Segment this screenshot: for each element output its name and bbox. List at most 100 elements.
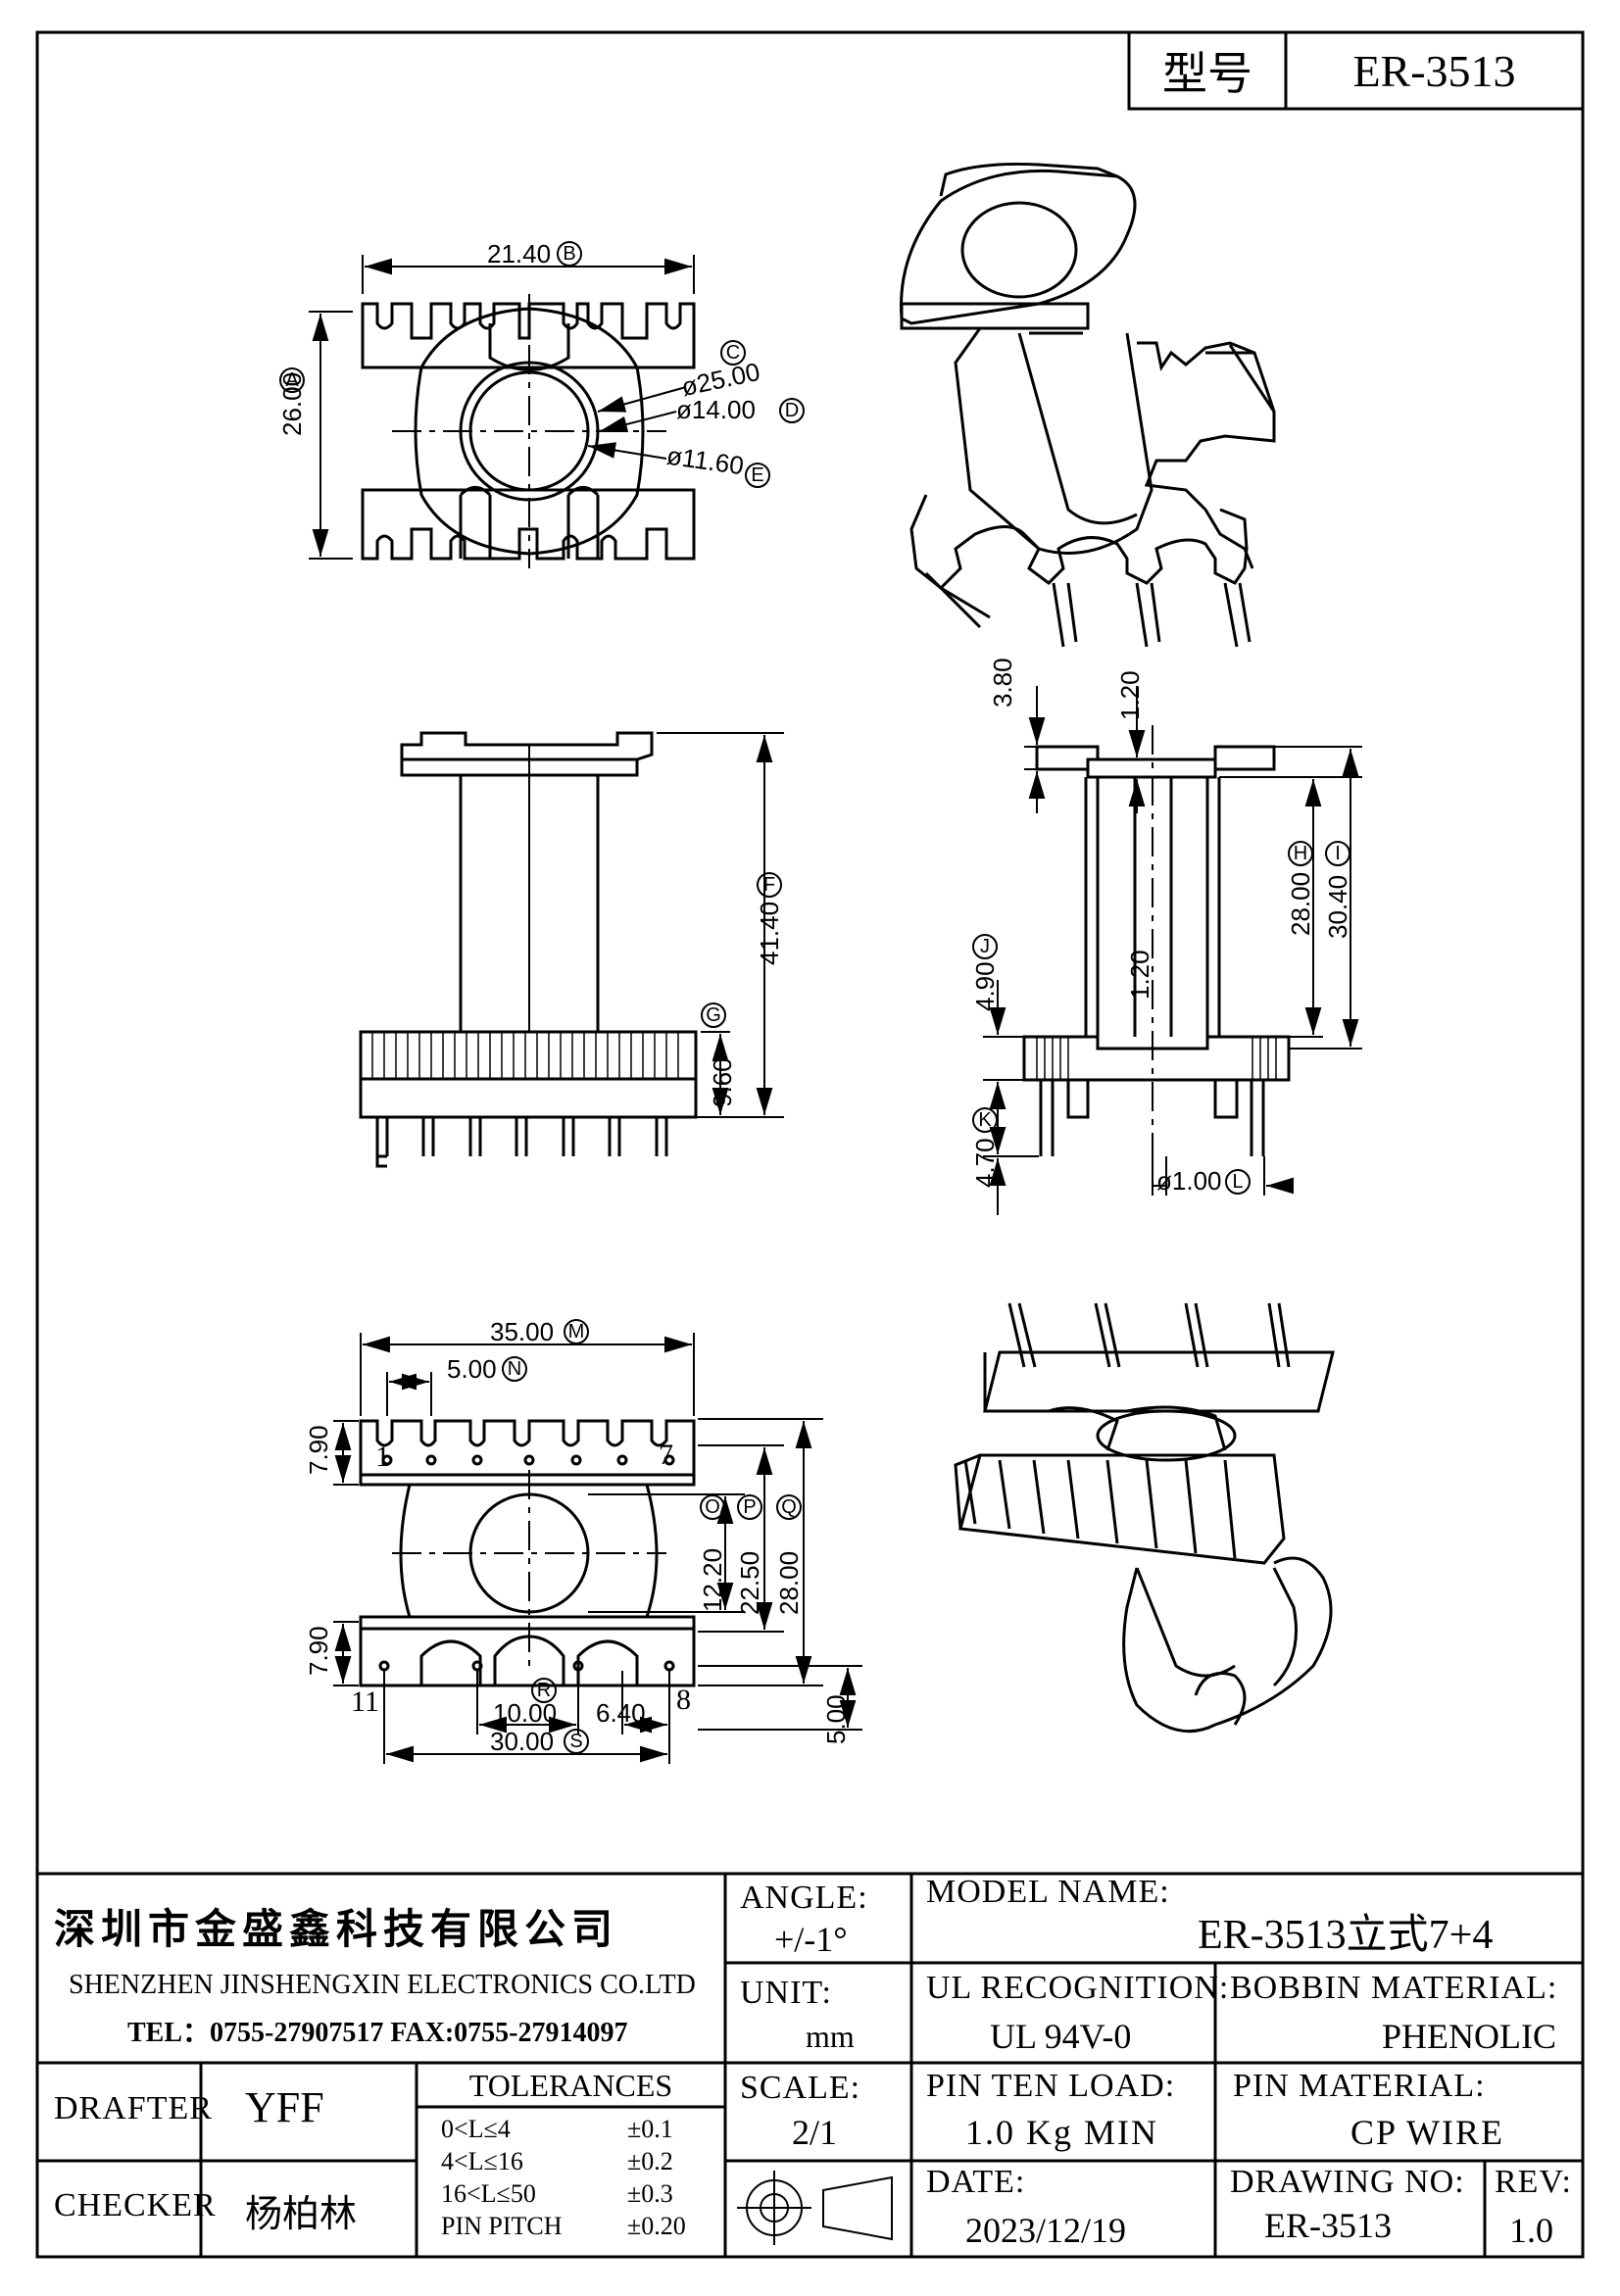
- dim-side-120-mid: 1.20: [1125, 950, 1154, 1000]
- tag-d: D: [779, 398, 805, 423]
- tolerance-range: 0<L≤4: [441, 2115, 511, 2143]
- ul-label: UL RECOGNITION:: [926, 1970, 1230, 2006]
- pin-label-11: 11: [351, 1685, 379, 1718]
- dim-front-h41: 41.40: [755, 901, 784, 965]
- bottom-view: [359, 1419, 696, 1687]
- dim-side-380: 3.80: [988, 658, 1017, 708]
- iso-view-bottom: [954, 1302, 1335, 1734]
- dim-top-width: 21.40: [487, 239, 552, 269]
- tag-h: H: [1288, 841, 1313, 866]
- tag-l: L: [1225, 1169, 1251, 1195]
- company-name-en: SHENZHEN JINSHENGXIN ELECTRONICS CO.LTD: [69, 1970, 696, 2000]
- bobbin-material-label: BOBBIN MATERIAL:: [1230, 1970, 1558, 2006]
- tag-b: B: [557, 241, 582, 267]
- pin-load-label: PIN TEN LOAD:: [926, 2068, 1176, 2104]
- dim-bot-790-top: 7.90: [304, 1425, 333, 1475]
- dim-side-120-top: 1.20: [1115, 670, 1145, 720]
- dim-bot-w10: 10.00: [493, 1698, 558, 1728]
- tag-o: O: [700, 1494, 725, 1520]
- angle-label: ANGLE:: [740, 1880, 868, 1916]
- pin-label-8: 8: [676, 1684, 691, 1716]
- tag-e: E: [745, 463, 770, 488]
- dim-front-h9: 9.60: [708, 1057, 737, 1107]
- dim-bot-2800: 28.00: [774, 1550, 804, 1615]
- tag-k: K: [972, 1107, 998, 1133]
- model-code: ER-3513: [1352, 45, 1516, 96]
- front-view: [359, 731, 698, 1168]
- dim-side-490: 4.90: [970, 961, 1000, 1011]
- projection-symbol-icon: [737, 2171, 893, 2245]
- pin-material-value: CP WIRE: [1350, 2113, 1505, 2152]
- tag-c: C: [720, 340, 746, 366]
- drawing-no-value: ER-3513: [1264, 2206, 1392, 2245]
- dim-side-470: 4.70: [970, 1138, 1000, 1188]
- dim-bot-2250: 22.50: [735, 1550, 764, 1615]
- scale-value: 2/1: [792, 2113, 838, 2152]
- rev-label: REV:: [1495, 2164, 1572, 2200]
- pin-load-value: 1.0 Kg MIN: [965, 2113, 1158, 2152]
- tolerance-range: 16<L≤50: [441, 2179, 536, 2208]
- header-box: [1127, 30, 1585, 111]
- unit-label: UNIT:: [740, 1975, 832, 2011]
- tag-m: M: [564, 1319, 589, 1344]
- unit-value: mm: [806, 2019, 855, 2054]
- date-value: 2023/12/19: [965, 2211, 1127, 2250]
- side-view-dims: [983, 686, 1362, 1215]
- dim-side-pin-d: ø1.00: [1156, 1166, 1222, 1196]
- drawing-no-label: DRAWING NO:: [1230, 2164, 1465, 2200]
- tag-p: P: [737, 1494, 762, 1520]
- tolerance-range: 4<L≤16: [441, 2147, 523, 2175]
- outer-border: [35, 30, 1585, 2259]
- tag-i: I: [1325, 841, 1350, 866]
- tag-s: S: [564, 1729, 589, 1754]
- dim-bot-1220: 12.20: [698, 1547, 727, 1612]
- top-view: [361, 294, 696, 568]
- title-block-grid: [37, 1872, 1583, 2257]
- rev-value: 1.0: [1509, 2211, 1553, 2250]
- top-view-dims: [309, 255, 695, 560]
- tag-g: G: [701, 1002, 726, 1028]
- pin-label-7: 7: [659, 1439, 673, 1471]
- drafter-value: YFF: [245, 2083, 324, 2131]
- checker-label: CHECKER: [54, 2187, 217, 2223]
- tolerances-label: TOLERANCES: [468, 2068, 673, 2103]
- tag-a: A: [279, 367, 305, 393]
- dim-side-h28: 28.00: [1286, 871, 1315, 936]
- tag-f: F: [757, 872, 782, 898]
- tolerance-value: ±0.20: [627, 2212, 686, 2240]
- tolerance-value: ±0.2: [627, 2147, 673, 2175]
- scale-label: SCALE:: [740, 2070, 861, 2106]
- dim-d14: ø14.00: [676, 395, 756, 424]
- tag-r: R: [531, 1678, 557, 1703]
- front-view-dims: [657, 732, 784, 1118]
- top-upper-flange: [361, 302, 696, 369]
- date-label: DATE:: [926, 2164, 1026, 2200]
- dim-bot-w640: 6.40: [596, 1698, 646, 1728]
- dim-bot-500: 5.00: [821, 1694, 851, 1744]
- dim-bot-790-bot: 7.90: [304, 1626, 333, 1676]
- dim-bot-w30: 30.00: [490, 1727, 555, 1756]
- tag-j: J: [972, 934, 998, 959]
- dim-bot-w5: 5.00: [447, 1354, 497, 1384]
- pin-material-label: PIN MATERIAL:: [1233, 2068, 1486, 2104]
- company-contact: TEL：0755-27907517 FAX:0755-27914097: [127, 2018, 628, 2048]
- tag-q: Q: [776, 1494, 802, 1520]
- dim-bot-w35: 35.00: [490, 1317, 555, 1346]
- top-lower-flange: [361, 488, 696, 561]
- tolerance-value: ±0.1: [627, 2115, 673, 2143]
- tag-n: N: [502, 1356, 527, 1382]
- tolerance-value: ±0.3: [627, 2179, 673, 2208]
- angle-value: +/-1°: [774, 1920, 848, 1959]
- bobbin-material-value: PHENOLIC: [1382, 2017, 1556, 2056]
- pin-label-1: 1: [375, 1441, 390, 1473]
- side-view: [1022, 725, 1291, 1196]
- checker-value: 杨柏林: [245, 2194, 358, 2235]
- ul-value: UL 94V-0: [990, 2017, 1132, 2056]
- model-name-value: ER-3513立式7+4: [1198, 1913, 1494, 1958]
- type-label: 型号: [1162, 49, 1252, 99]
- dim-side-h30: 30.40: [1323, 874, 1352, 939]
- model-name-label: MODEL NAME:: [926, 1874, 1170, 1910]
- bottom-view-dims: [333, 1333, 862, 1764]
